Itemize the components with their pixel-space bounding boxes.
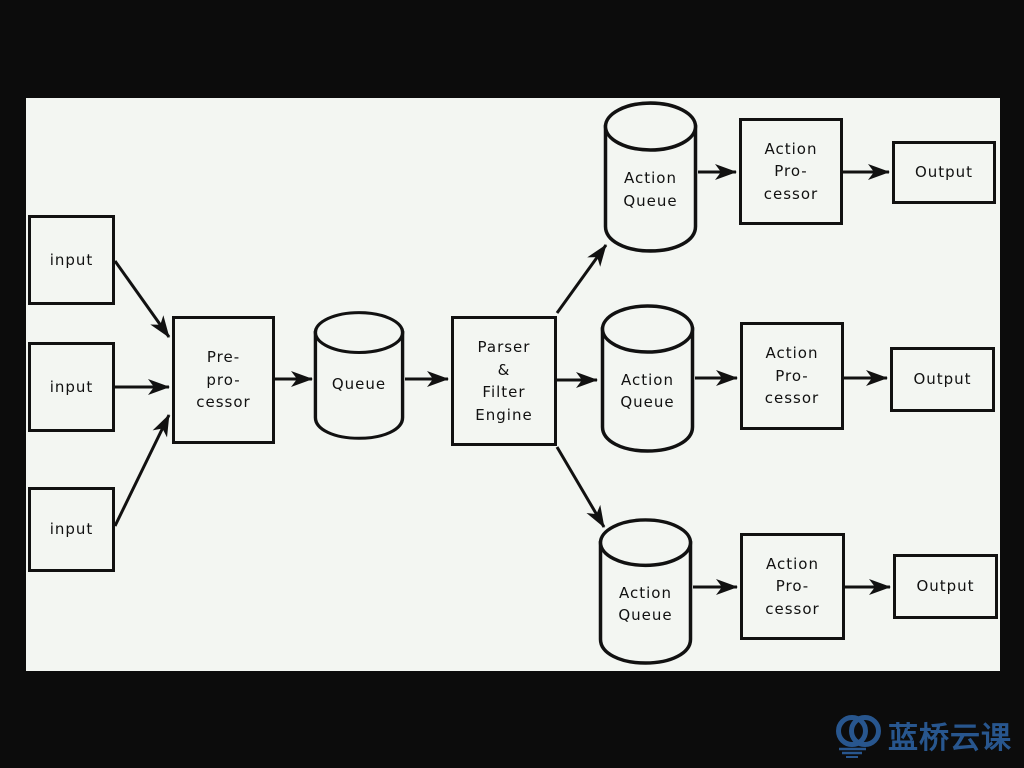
node-preprocessor: Pre- pro- cessor [172, 316, 275, 444]
arrow-parser-to-action-queue-bottom [555, 446, 606, 528]
arrow-input-top-to-preprocessor [113, 260, 171, 338]
node-input-middle: input [28, 342, 115, 432]
node-action-queue-top-label: Action Queue [623, 169, 678, 210]
node-action-queue-bottom: Action Queue [598, 517, 693, 665]
node-action-processor-bottom: Action Pro- cessor [740, 533, 845, 640]
cylinder-shape [603, 101, 698, 253]
node-parser-filter-engine: Parser & Filter Engine [451, 316, 557, 446]
diagram-canvas: input input input Pre- pro- cessor Queue… [26, 98, 1000, 671]
overlapping-circles-logo-icon [836, 715, 881, 758]
node-input-top-label: input [49, 250, 94, 269]
node-output-top-label: Output [914, 163, 974, 182]
arrow-parser-to-action-queue-top [555, 244, 608, 314]
arrow-input-bottom-to-preprocessor [113, 414, 171, 527]
node-action-queue-bottom-label: Action Queue [618, 583, 673, 625]
node-action-queue-top: Action Queue [603, 100, 698, 253]
node-input-middle-label: input [49, 377, 94, 396]
node-parser-filter-engine-label: Parser & Filter Engine [475, 338, 533, 424]
node-action-processor-top: Action Pro- cessor [739, 118, 843, 225]
node-action-processor-middle-label: Action Pro- cessor [764, 344, 820, 408]
node-main-queue: Queue [313, 310, 405, 440]
node-action-processor-middle: Action Pro- cessor [740, 322, 844, 430]
cylinder-shape [600, 304, 695, 453]
node-action-processor-top-label: Action Pro- cessor [763, 139, 819, 203]
node-action-queue-middle: Action Queue [600, 303, 695, 453]
cylinder-shape [313, 311, 405, 440]
node-input-bottom-label: input [49, 520, 94, 539]
node-output-bottom: Output [893, 554, 998, 619]
diagram-arrows [113, 164, 891, 595]
node-input-top: input [28, 215, 115, 305]
watermark-text: 蓝桥云课 [888, 721, 1012, 756]
node-action-processor-bottom-label: Action Pro- cessor [765, 554, 820, 618]
node-action-queue-middle-label: Action Queue [620, 370, 675, 412]
node-preprocessor-label: Pre- pro- cessor [196, 348, 251, 412]
node-output-middle: Output [890, 347, 995, 412]
node-main-queue-label: Queue [331, 374, 387, 393]
node-output-bottom-label: Output [916, 577, 975, 596]
node-output-top: Output [892, 141, 996, 204]
node-output-middle-label: Output [913, 370, 972, 389]
cylinder-shape [598, 518, 693, 665]
lanqiao-watermark: 蓝桥云课 [835, 712, 1012, 758]
node-input-bottom: input [28, 487, 115, 572]
